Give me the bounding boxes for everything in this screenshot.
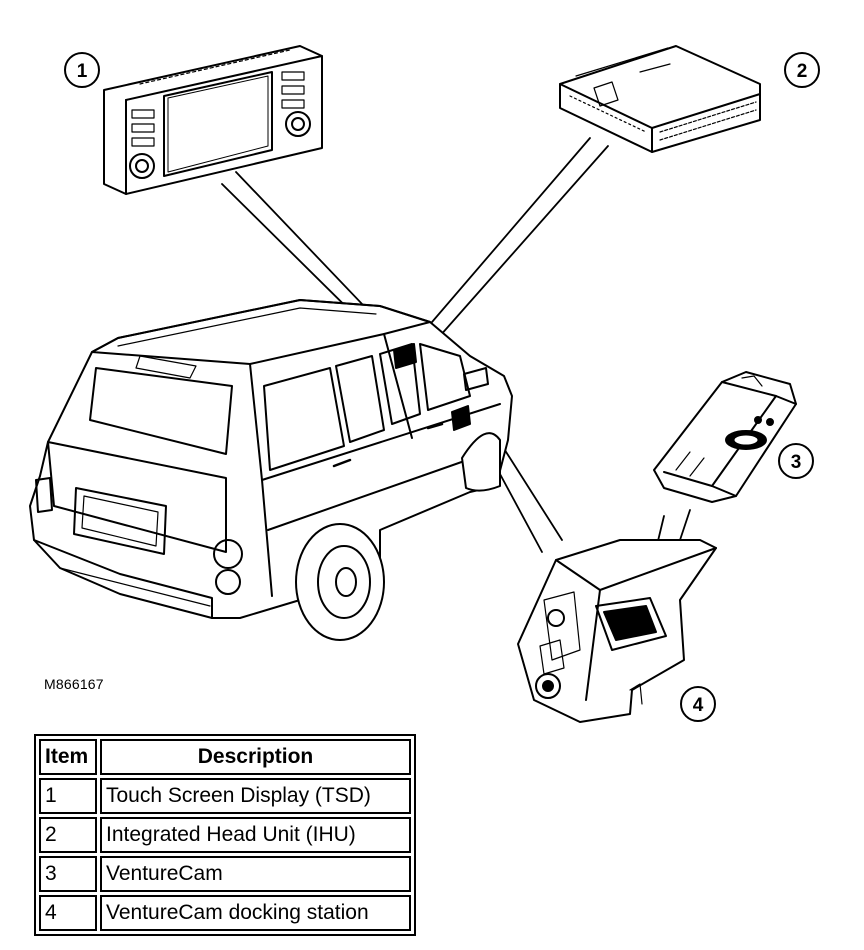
callout-4-label: 4 [693, 695, 704, 716]
legend-item-description: Integrated Head Unit (IHU) [100, 817, 411, 853]
callout-1: 1 [64, 52, 100, 88]
legend-item-description: VentureCam docking station [100, 895, 411, 931]
legend-item-number: 1 [39, 778, 97, 814]
venturecam-icon [653, 371, 797, 503]
legend-item-number: 4 [39, 895, 97, 931]
legend-header-item: Item [39, 739, 97, 775]
callout-3-label: 3 [791, 452, 802, 473]
integrated-head-unit-icon [559, 45, 761, 153]
legend-header-description: Description [100, 739, 411, 775]
legend-row: 1 Touch Screen Display (TSD) [39, 778, 411, 814]
callout-2-label: 2 [797, 61, 808, 82]
figure-reference: M866167 [44, 676, 104, 692]
legend-table: Item Description 1 Touch Screen Display … [34, 734, 416, 936]
legend-item-description: Touch Screen Display (TSD) [100, 778, 411, 814]
docking-station-icon [517, 539, 717, 723]
vehicle-icon [29, 299, 513, 641]
legend-row: 2 Integrated Head Unit (IHU) [39, 817, 411, 853]
legend-grid: Item Description 1 Touch Screen Display … [36, 736, 414, 934]
callout-1-label: 1 [77, 61, 88, 82]
legend-item-description: VentureCam [100, 856, 411, 892]
touch-screen-display-icon [103, 45, 323, 195]
legend-row: 4 VentureCam docking station [39, 895, 411, 931]
callout-3: 3 [778, 443, 814, 479]
callout-4: 4 [680, 686, 716, 722]
callout-2: 2 [784, 52, 820, 88]
legend-item-number: 3 [39, 856, 97, 892]
legend-header-row: Item Description [39, 739, 411, 775]
component-location-diagram: 1 2 3 4 [29, 45, 820, 723]
legend-row: 3 VentureCam [39, 856, 411, 892]
legend-item-number: 2 [39, 817, 97, 853]
